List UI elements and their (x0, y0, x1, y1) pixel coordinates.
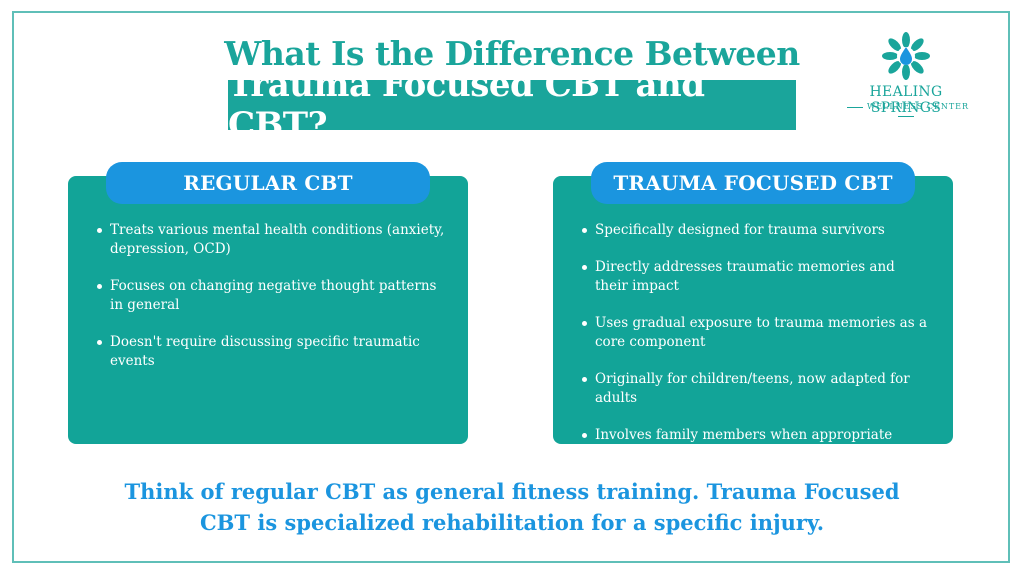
list-item: Treats various mental health conditions … (96, 221, 446, 259)
trauma-cbt-heading: TRAUMA FOCUSED CBT (591, 162, 915, 204)
list-item: Involves family members when appropriate (581, 426, 931, 445)
regular-cbt-heading: REGULAR CBT (106, 162, 430, 204)
summary-line-2: CBT is specialized rehabilitation for a … (199, 510, 825, 535)
list-item: Focuses on changing negative thought pat… (96, 277, 446, 315)
list-item: Doesn't require discussing specific trau… (96, 333, 446, 371)
logo-tagline: WELLNESS CENTER (836, 102, 976, 120)
trauma-cbt-card (553, 176, 953, 444)
trauma-cbt-list: Specifically designed for trauma survivo… (581, 221, 931, 463)
list-item: Specifically designed for trauma survivo… (581, 221, 931, 240)
list-item: Uses gradual exposure to trauma memories… (581, 314, 931, 352)
list-item: Directly addresses traumatic memories an… (581, 258, 931, 296)
healing-springs-logo: HEALING SPRINGS WELLNESS CENTER (836, 32, 976, 118)
page-subtitle: Trauma Focused CBT and CBT? (228, 65, 705, 145)
page-title-banner: Trauma Focused CBT and CBT? (228, 65, 796, 145)
regular-cbt-card (68, 176, 468, 444)
regular-cbt-list: Treats various mental health conditions … (96, 221, 446, 389)
page-frame (12, 11, 1010, 563)
lotus-droplet-icon (882, 32, 930, 80)
summary-line-1: Think of regular CBT as general fitness … (124, 479, 900, 504)
page-title: What Is the Difference Between (224, 34, 800, 73)
list-item: Originally for children/teens, now adapt… (581, 370, 931, 408)
summary-text: Think of regular CBT as general fitness … (0, 476, 1024, 538)
